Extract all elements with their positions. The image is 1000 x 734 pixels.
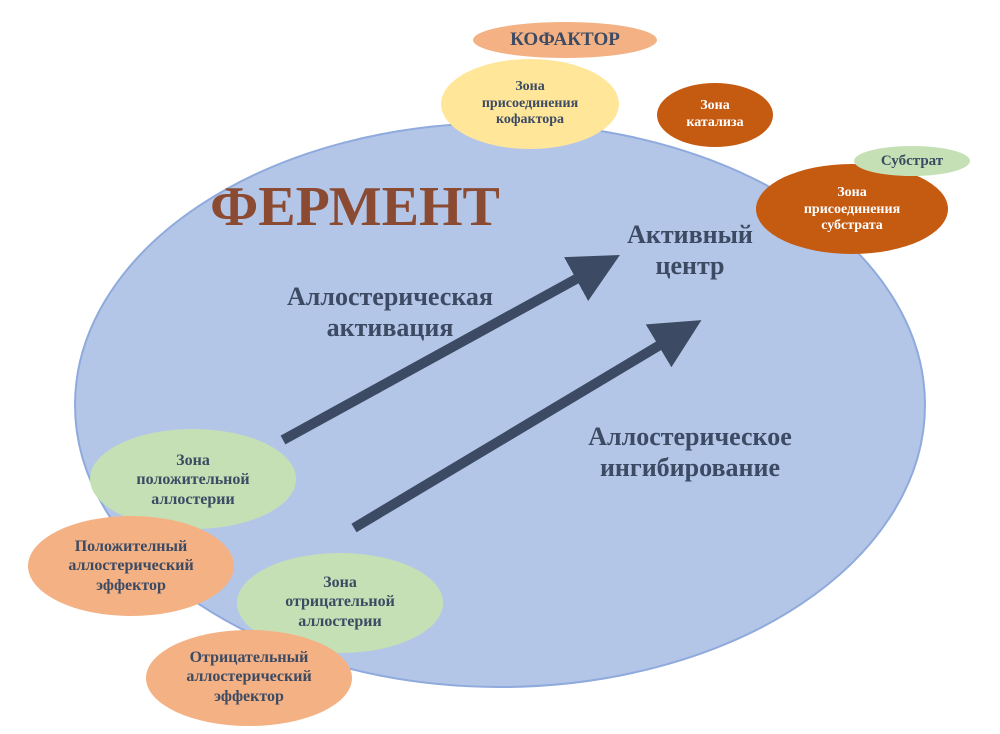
- substrate-zone-label: Зона присоединения субстрата: [803, 184, 901, 234]
- inhibition-arrow: [351, 320, 702, 533]
- positive-effector-shape: [28, 516, 234, 616]
- negative-zone-label: Зона отрицательной аллостерии: [285, 574, 395, 630]
- inhibition-label: Аллостерическое ингибирование: [588, 421, 792, 482]
- catalysis-zone-shape: [657, 83, 773, 147]
- activation-arrow: [280, 254, 620, 445]
- cofactor-label: КОФАКТОР: [510, 28, 620, 50]
- catalysis-zone-label: Зона катализа: [686, 98, 744, 130]
- positive-zone-label: Зона положительной аллостерии: [136, 452, 250, 508]
- substrate-shape: [854, 146, 970, 176]
- positive-effector-label: Положителный аллостерический эффектор: [68, 538, 194, 594]
- enzyme-title: ФЕРМЕНТ: [210, 176, 500, 239]
- negative-effector-label: Отрицательный аллостерический эффектор: [186, 649, 312, 705]
- activation-label: Аллостерическая активация: [287, 281, 493, 342]
- active-center-label: Активный центр: [627, 219, 753, 280]
- cofactor-shape: [473, 22, 657, 58]
- substrate-zone-shape: [756, 164, 948, 254]
- negative-effector-shape: [146, 630, 352, 726]
- cofactor-zone-shape: [441, 59, 619, 149]
- cofactor-zone-label: Зона присоединения кофактора: [481, 78, 579, 128]
- negative-zone-shape: [237, 553, 443, 653]
- positive-zone-shape: [90, 429, 296, 529]
- substrate-label: Субстрат: [880, 153, 944, 169]
